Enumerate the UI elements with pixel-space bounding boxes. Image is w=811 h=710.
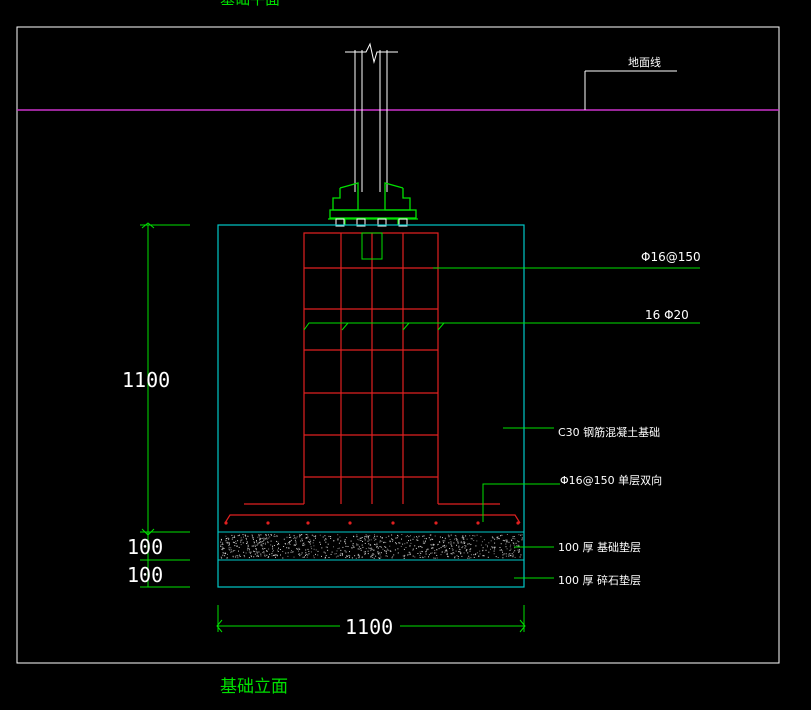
horizontal-dimension <box>216 605 526 633</box>
ground-line-label: 地面线 <box>628 55 661 69</box>
concrete-label: C30 钢筋混凝土基础 <box>558 425 660 439</box>
main-bars-leader <box>303 322 700 331</box>
bed-layer-label: 100 厚 基础垫层 <box>558 540 641 554</box>
gravel-layer-label: 100 厚 碎石垫层 <box>558 573 641 587</box>
drawing-title: 基础立面 <box>220 677 288 697</box>
anchor-bolts <box>335 218 408 227</box>
drawing-frame <box>16 26 780 664</box>
dim-bed-layer: 100 <box>127 535 163 559</box>
vertical-dimension <box>140 222 190 588</box>
bottom-mesh-dots <box>224 521 520 525</box>
steel-column <box>345 42 398 192</box>
foundation-outline <box>217 224 525 588</box>
top-title: 基础平面 <box>220 0 280 8</box>
dim-height: 1100 <box>122 368 170 392</box>
dim-width: 1100 <box>345 615 393 639</box>
dim-gravel-layer: 100 <box>127 563 163 587</box>
bottom-mesh-label: Φ16@150 单层双向 <box>560 473 662 487</box>
rebar-cage <box>224 232 521 524</box>
main-bars-label: 16 Φ20 <box>645 308 689 322</box>
ground-line-leader <box>584 70 677 110</box>
stirrup-label: Φ16@150 <box>641 250 701 264</box>
bottom-mesh-leader <box>482 483 560 522</box>
bed-layer-hatch <box>220 534 523 559</box>
column-stub <box>361 232 383 260</box>
